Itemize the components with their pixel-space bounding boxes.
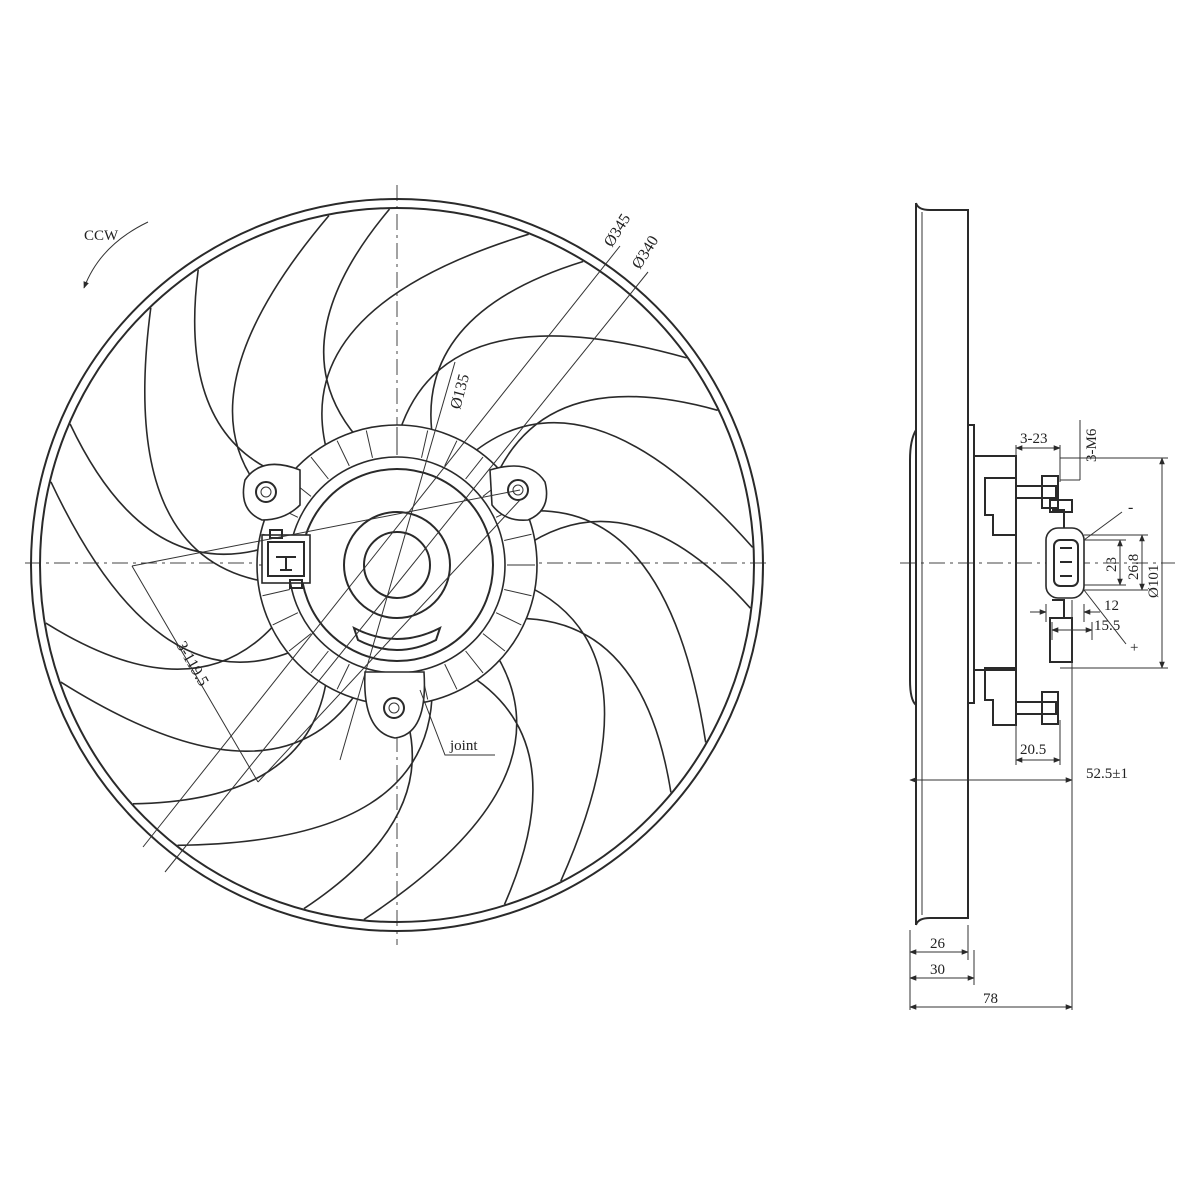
fan-blade [69, 307, 274, 584]
holes-leader-c [131, 489, 521, 567]
mounting-ear-left [242, 463, 301, 521]
hub-rib [336, 663, 350, 690]
front-view: CCW Ø345 Ø340 Ø135 3-119.5 joint [25, 185, 770, 945]
outer-ring-345 [30, 198, 764, 932]
d205-label: 20.5 [1020, 742, 1046, 758]
hub-rib [272, 612, 299, 626]
shroud-profile [909, 202, 975, 926]
fan-blade [510, 510, 751, 743]
hub-boss-outer [343, 511, 451, 619]
hub-rib [288, 633, 312, 652]
mounting-ear-bottom [363, 671, 426, 739]
outer-ring-340 [39, 207, 755, 923]
holes-label: 3-119.5 [173, 639, 212, 690]
hub-rib [262, 589, 290, 597]
motor-hub [242, 424, 548, 739]
ccw-label: CCW [84, 228, 119, 244]
side-view: 3-23 3-M6 - + 23 26.8 Ø101 12 15.5 20.5 … [900, 202, 1175, 1010]
d101-label: Ø101 [1146, 565, 1162, 598]
fan-blade [509, 582, 672, 882]
hub-rib [365, 430, 373, 458]
d12-label: 12 [1104, 598, 1119, 614]
fan-blade [363, 646, 534, 921]
d340-leader [164, 271, 649, 873]
hub-rib [310, 456, 329, 480]
mounting-ear-right [489, 465, 548, 522]
side-dimensions [909, 420, 1168, 1010]
d345-leader [142, 245, 621, 848]
hub-rib [482, 633, 506, 652]
plus-label: + [1130, 640, 1138, 656]
m6-label: 3-M6 [1084, 428, 1100, 462]
hub-arc-slot [352, 625, 442, 651]
d23-label: 23 [1104, 557, 1120, 572]
d30-label: 30 [930, 962, 945, 978]
fan-blade [45, 481, 303, 671]
holes-leader-b [257, 499, 521, 783]
d26-label: 26 [930, 936, 946, 952]
electrical-connector [261, 529, 311, 589]
d340-label: Ø340 [629, 233, 662, 272]
motor-body [973, 455, 1085, 726]
ccw-rotation-arrow [83, 221, 149, 289]
hub-rib [465, 650, 484, 674]
fan-blade [60, 669, 363, 805]
fan-blades [45, 208, 754, 921]
hub-rib [421, 430, 429, 458]
hub-rib [310, 650, 329, 674]
joint-leader [419, 689, 495, 756]
minus-label: - [1128, 499, 1133, 516]
d268-label: 26.8 [1126, 554, 1142, 580]
joint-label: joint [449, 738, 478, 754]
fan-blade [321, 208, 529, 461]
fan-blade [396, 260, 687, 446]
d155-label: 15.5 [1094, 618, 1120, 634]
d78-label: 78 [983, 991, 998, 1007]
b323-label: 3-23 [1020, 431, 1048, 447]
hub-rib [504, 533, 532, 541]
d345-label: Ø345 [601, 211, 634, 250]
hub-boss-inner [363, 531, 431, 599]
d135-label: Ø135 [447, 372, 473, 411]
hub-rib [504, 589, 532, 597]
hub-rib [444, 663, 458, 690]
hub-rib [495, 612, 522, 626]
d525-label: 52.5±1 [1086, 766, 1128, 782]
hub-rib [465, 456, 484, 480]
hub-rib [444, 440, 458, 467]
holes-leader-a [131, 565, 259, 783]
hub-rib [336, 440, 350, 467]
d135-leader [339, 361, 456, 761]
fan-blade [464, 395, 754, 548]
